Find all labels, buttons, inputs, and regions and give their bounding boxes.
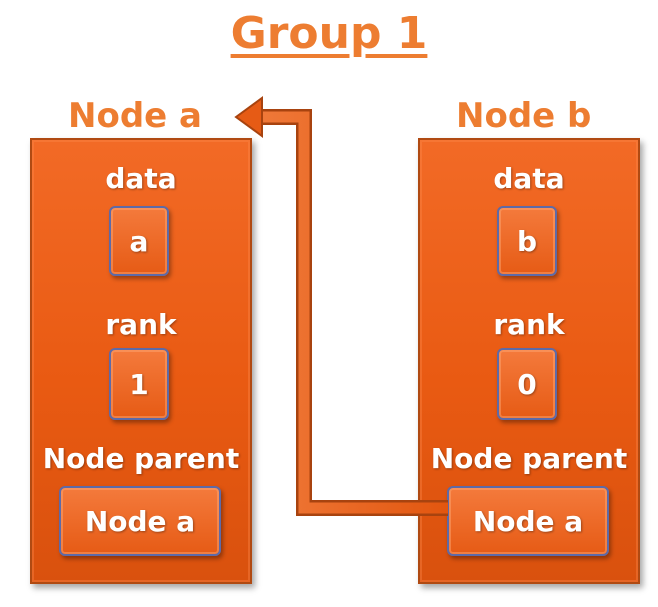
node-a-title: Node a (68, 96, 202, 136)
node-b-rank-label: rank (493, 308, 565, 341)
node-a-data-label: data (105, 162, 177, 195)
node-a-data-value: a (109, 206, 169, 276)
node-b-data-value: b (497, 206, 557, 276)
diagram-title: Group 1 (230, 8, 428, 59)
node-b-box: data b rank 0 Node parent Node a (418, 138, 640, 584)
node-b-data-label: data (493, 162, 565, 195)
node-a-parent-label: Node parent (42, 442, 240, 475)
arrow-head (234, 96, 263, 138)
node-a-rank-label: rank (105, 308, 177, 341)
node-b-parent-label: Node parent (430, 442, 628, 475)
node-b-parent-value: Node a (447, 486, 609, 556)
node-a-rank-value: 1 (109, 348, 169, 420)
node-b-rank-value: 0 (497, 348, 557, 420)
node-a-parent-value: Node a (59, 486, 221, 556)
node-b-title: Node b (456, 96, 592, 136)
node-a-box: data a rank 1 Node parent Node a (30, 138, 252, 584)
